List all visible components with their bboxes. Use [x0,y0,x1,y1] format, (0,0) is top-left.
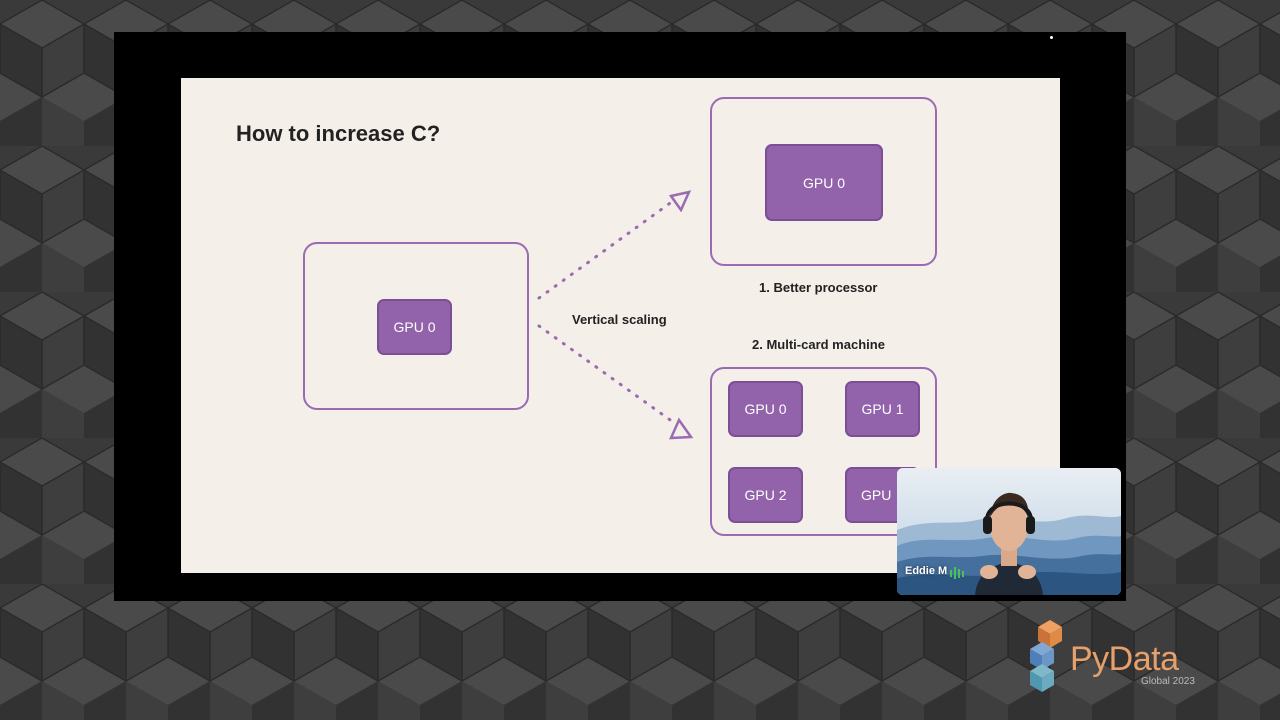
speaker-webcam-feed: Eddie M [897,468,1121,595]
option-2-caption: 2. Multi-card machine [752,337,885,352]
source-machine-box: GPU 0 [303,242,529,410]
gpu-card: GPU 0 [728,381,803,437]
speaker-name-tag: Eddie M [905,565,948,577]
gpu-card: GPU 2 [728,467,803,523]
gpu-card: GPU 1 [845,381,920,437]
pydata-logo: PyData Global 2023 [1030,618,1220,694]
gpu-card: GPU 0 [377,299,452,355]
pydata-event-label: Global 2023 [1141,676,1195,687]
gpu-card: GPU 0 [765,144,883,221]
slide-title: How to increase C? [236,121,441,146]
webcam-scene [897,468,1121,595]
vertical-scaling-label: Vertical scaling [572,312,667,327]
pydata-cube-icon [1030,620,1062,692]
audio-level-icon [950,567,964,579]
option-1-caption: 1. Better processor [759,280,878,295]
better-processor-machine-box: GPU 0 [710,97,937,266]
status-dot [1050,36,1053,39]
vertical-scaling-arrows [537,190,694,440]
pydata-wordmark: PyData [1070,640,1179,678]
